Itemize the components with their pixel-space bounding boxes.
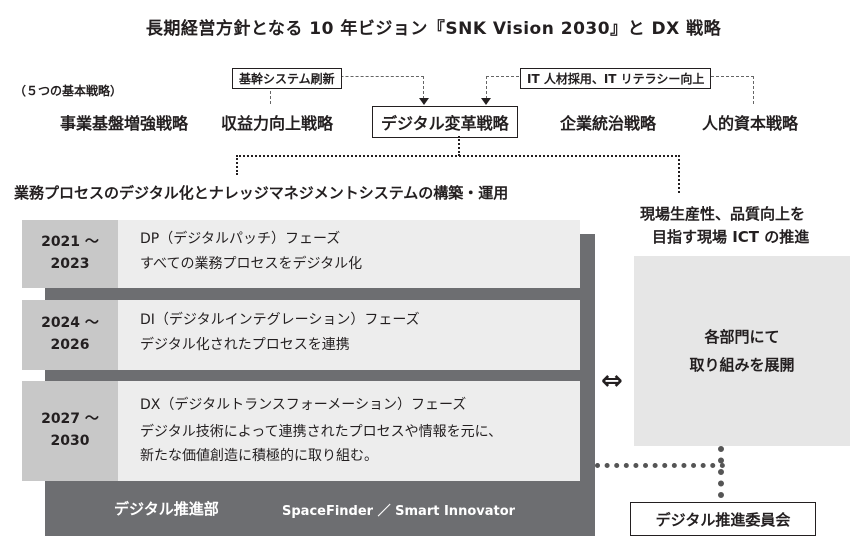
- tools-label: SpaceFinder ／ Smart Innovator: [282, 504, 516, 519]
- phase-dp-text: DP（デジタルパッチ）フェーズ すべての業務プロセスをデジタル化: [140, 227, 362, 276]
- tag-it-talent: IT 人材採用、IT リテラシー向上: [520, 68, 712, 89]
- phase-dp-name: DP（デジタルパッチ）フェーズ: [140, 231, 341, 247]
- strategy-note: （５つの基本戦略）: [14, 84, 123, 98]
- phase-di-text: DI（デジタルインテグレーション）フェーズ デジタル化されたプロセスを連携: [140, 308, 420, 357]
- strategy-human: 人的資本戦略: [702, 114, 799, 133]
- page-title: 長期経営方針となる 10 年ビジョン『SNK Vision 2030』と DX …: [145, 19, 722, 39]
- departments-line1: 各部門にて: [704, 327, 780, 346]
- phase-dx-year: 2027 ～ 2030: [22, 381, 118, 481]
- right-heading-line2: 目指す現場 ICT の推進: [652, 228, 810, 246]
- phase-dx-desc-2: 新たな価値創造に積極的に取り組む。: [140, 448, 378, 464]
- committee-link-vertical: [718, 446, 724, 498]
- phase-dx-year-from: 2027 ～: [41, 411, 99, 428]
- dept-label: デジタル推進部: [114, 500, 219, 518]
- phase-di-desc: デジタル化されたプロセスを連携: [140, 336, 350, 353]
- phase-dx-name: DX（デジタルトランスフォーメーション）フェーズ: [140, 397, 467, 413]
- phase-di-name: DI（デジタルインテグレーション）フェーズ: [140, 312, 420, 328]
- right-heading-line1: 現場生産性、品質向上を: [640, 205, 806, 223]
- phase-di-year-from: 2024 ～: [41, 315, 99, 332]
- split-bar: [236, 155, 680, 157]
- split-left-down: [236, 155, 238, 175]
- tag-core-system: 基幹システム刷新: [232, 68, 342, 89]
- connector-right-arrow-icon: [481, 98, 491, 105]
- committee-box: デジタル推進委員会: [630, 502, 816, 536]
- strategy-governance: 企業統治戦略: [560, 114, 657, 133]
- strategy-digital: デジタル変革戦略: [372, 106, 518, 138]
- departments-box: 各部門にて 取り組みを展開: [634, 256, 850, 446]
- phase-dp-year-from: 2021 ～: [41, 234, 99, 251]
- connector-left: [270, 76, 424, 104]
- strategy-profit: 収益力向上戦略: [221, 114, 334, 133]
- phase-dp-year: 2021 ～ 2023: [22, 220, 118, 288]
- phase-dp-desc: すべての業務プロセスをデジタル化: [140, 255, 363, 272]
- left-heading: 業務プロセスのデジタル化とナレッジマネジメントシステムの構築・運用: [14, 184, 509, 202]
- phase-dx-year-to: 2030: [50, 433, 90, 449]
- committee-link-horizontal: [595, 463, 725, 468]
- phase-di-year: 2024 ～ 2026: [22, 300, 118, 370]
- phase-dx-desc-1: デジタル技術によって連携されたプロセスや情報を元に、: [140, 423, 503, 440]
- phase-dp-year-to: 2023: [50, 256, 90, 272]
- split-down: [458, 136, 460, 156]
- connector-left-arrow-icon: [419, 98, 429, 105]
- phase-di-year-to: 2026: [50, 337, 90, 353]
- departments-line2: 取り組みを展開: [689, 356, 795, 374]
- split-right-down: [678, 155, 680, 193]
- strategy-business-base: 事業基盤増強戦略: [60, 114, 189, 133]
- double-arrow-icon: ⇔: [601, 366, 623, 396]
- phase-dx-text: DX（デジタルトランスフォーメーション）フェーズ デジタル技術によって連携された…: [140, 393, 502, 469]
